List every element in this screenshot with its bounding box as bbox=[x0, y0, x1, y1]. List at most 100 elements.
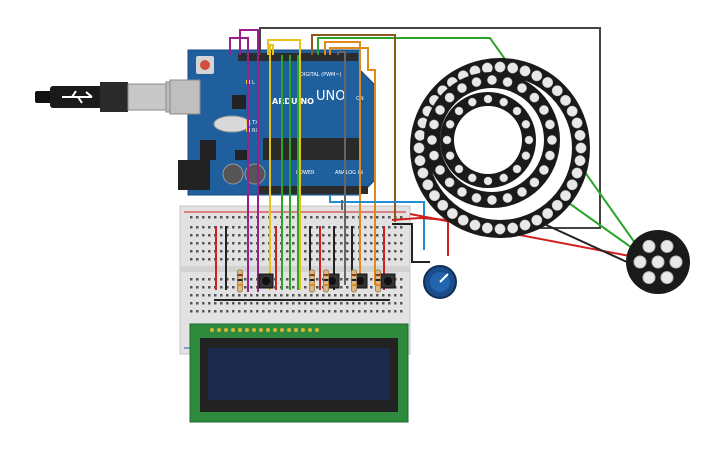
wire-gray-1 bbox=[259, 27, 601, 229]
pushbutton[interactable] bbox=[258, 273, 274, 289]
neopixel-led bbox=[427, 135, 437, 145]
neopixel-led bbox=[435, 165, 445, 175]
arduino-logo-text: ARDUINO bbox=[272, 97, 314, 106]
neopixel-led bbox=[502, 193, 513, 203]
wire-purple-2 bbox=[239, 29, 259, 292]
neopixel-led bbox=[575, 142, 587, 154]
rx-led-label: RX bbox=[252, 128, 259, 134]
neopixel-led bbox=[502, 77, 513, 87]
neopixel-led bbox=[669, 255, 683, 269]
potentiometer bbox=[423, 265, 457, 299]
neopixel-led bbox=[469, 219, 481, 231]
neopixel-led bbox=[521, 151, 531, 160]
neopixel-led bbox=[414, 129, 426, 141]
neopixel-led bbox=[494, 61, 506, 73]
resistor bbox=[351, 269, 357, 293]
neopixel-led bbox=[445, 120, 455, 129]
neopixel-led bbox=[551, 85, 563, 97]
usb-icon bbox=[62, 90, 93, 104]
neopixel-led bbox=[542, 77, 554, 88]
neopixel-led bbox=[499, 97, 508, 107]
neopixel-led bbox=[545, 119, 555, 130]
wire-blue-1 bbox=[329, 195, 425, 250]
neopixel-led bbox=[442, 135, 452, 145]
neopixel-led bbox=[560, 190, 571, 202]
pushbutton[interactable] bbox=[380, 273, 396, 289]
neopixel-led bbox=[512, 106, 522, 116]
neopixel-led bbox=[471, 193, 482, 203]
board-model-label: UNO bbox=[316, 89, 345, 104]
neopixel-led bbox=[571, 167, 583, 179]
neopixel-led bbox=[454, 164, 464, 174]
wire-yellow-1 bbox=[267, 39, 301, 290]
neopixel-led bbox=[435, 105, 445, 115]
neopixel-led bbox=[429, 190, 440, 202]
neopixel-led bbox=[519, 65, 531, 77]
lcd-display bbox=[189, 323, 409, 423]
neopixel-led bbox=[545, 150, 555, 161]
wire-orange-2 bbox=[329, 47, 376, 285]
neopixel-led bbox=[521, 120, 531, 129]
neopixel-led bbox=[457, 187, 467, 197]
neopixel-led bbox=[481, 222, 493, 234]
wire-orange-1 bbox=[324, 41, 361, 285]
neopixel-led bbox=[529, 92, 540, 103]
neopixel-led bbox=[571, 117, 583, 129]
neopixel-led bbox=[560, 94, 571, 106]
pushbuttons bbox=[258, 273, 396, 289]
neopixel-led bbox=[517, 83, 527, 93]
wire-brown-1 bbox=[311, 34, 396, 222]
neopixel-led bbox=[437, 199, 449, 211]
neopixel-led bbox=[633, 255, 647, 269]
neopixel-led bbox=[642, 271, 656, 285]
neopixel-led bbox=[414, 155, 426, 167]
neopixel-led bbox=[429, 119, 439, 130]
neopixel-led bbox=[429, 150, 439, 161]
resistor bbox=[323, 269, 329, 293]
neopixel-led bbox=[454, 106, 464, 116]
neopixel-led bbox=[507, 222, 519, 234]
neopixel-led bbox=[468, 173, 477, 183]
power-header-label: POWER bbox=[296, 170, 315, 176]
neopixel-led bbox=[444, 92, 455, 103]
neopixel-led bbox=[444, 177, 455, 188]
resistor bbox=[237, 269, 243, 293]
neopixel-led bbox=[519, 219, 531, 231]
ring-16 bbox=[440, 92, 536, 188]
neopixel-led bbox=[574, 155, 586, 167]
neopixel-led bbox=[507, 62, 519, 74]
neopixel-led bbox=[499, 173, 508, 183]
resistor bbox=[309, 269, 315, 293]
l-led-label: L bbox=[252, 80, 255, 86]
neopixel-led bbox=[457, 83, 467, 93]
neopixel-led bbox=[642, 239, 656, 253]
neopixel-led bbox=[551, 199, 563, 211]
neopixel-led bbox=[471, 77, 482, 87]
neopixel-led bbox=[531, 214, 543, 226]
neopixel-led bbox=[517, 187, 527, 197]
tx-led-label: TX bbox=[251, 120, 259, 126]
wire-yellow-2 bbox=[269, 44, 274, 290]
neopixel-led bbox=[487, 195, 497, 205]
wires bbox=[214, 27, 641, 301]
neopixel-led bbox=[417, 167, 429, 179]
neopixel-led bbox=[660, 271, 674, 285]
neopixel-led bbox=[566, 105, 578, 117]
neopixel-led bbox=[542, 208, 554, 219]
neopixel-led bbox=[547, 135, 557, 145]
neopixel-led bbox=[446, 208, 458, 219]
wire-black-1 bbox=[392, 223, 430, 263]
neopixel-led bbox=[529, 177, 540, 188]
neopixel-led bbox=[539, 165, 549, 175]
analog-header-label: ANALOG IN bbox=[335, 170, 363, 176]
ring-7 bbox=[626, 230, 690, 294]
neopixel-led bbox=[483, 176, 493, 186]
neopixel-ring-large bbox=[410, 58, 590, 238]
neopixel-led bbox=[512, 164, 522, 174]
neopixel-led bbox=[487, 75, 497, 85]
neopixel-led bbox=[457, 214, 469, 226]
digital-header-label: DIGITAL (PWM~) bbox=[300, 72, 342, 78]
neopixel-led bbox=[539, 105, 549, 115]
neopixel-led bbox=[660, 239, 674, 253]
